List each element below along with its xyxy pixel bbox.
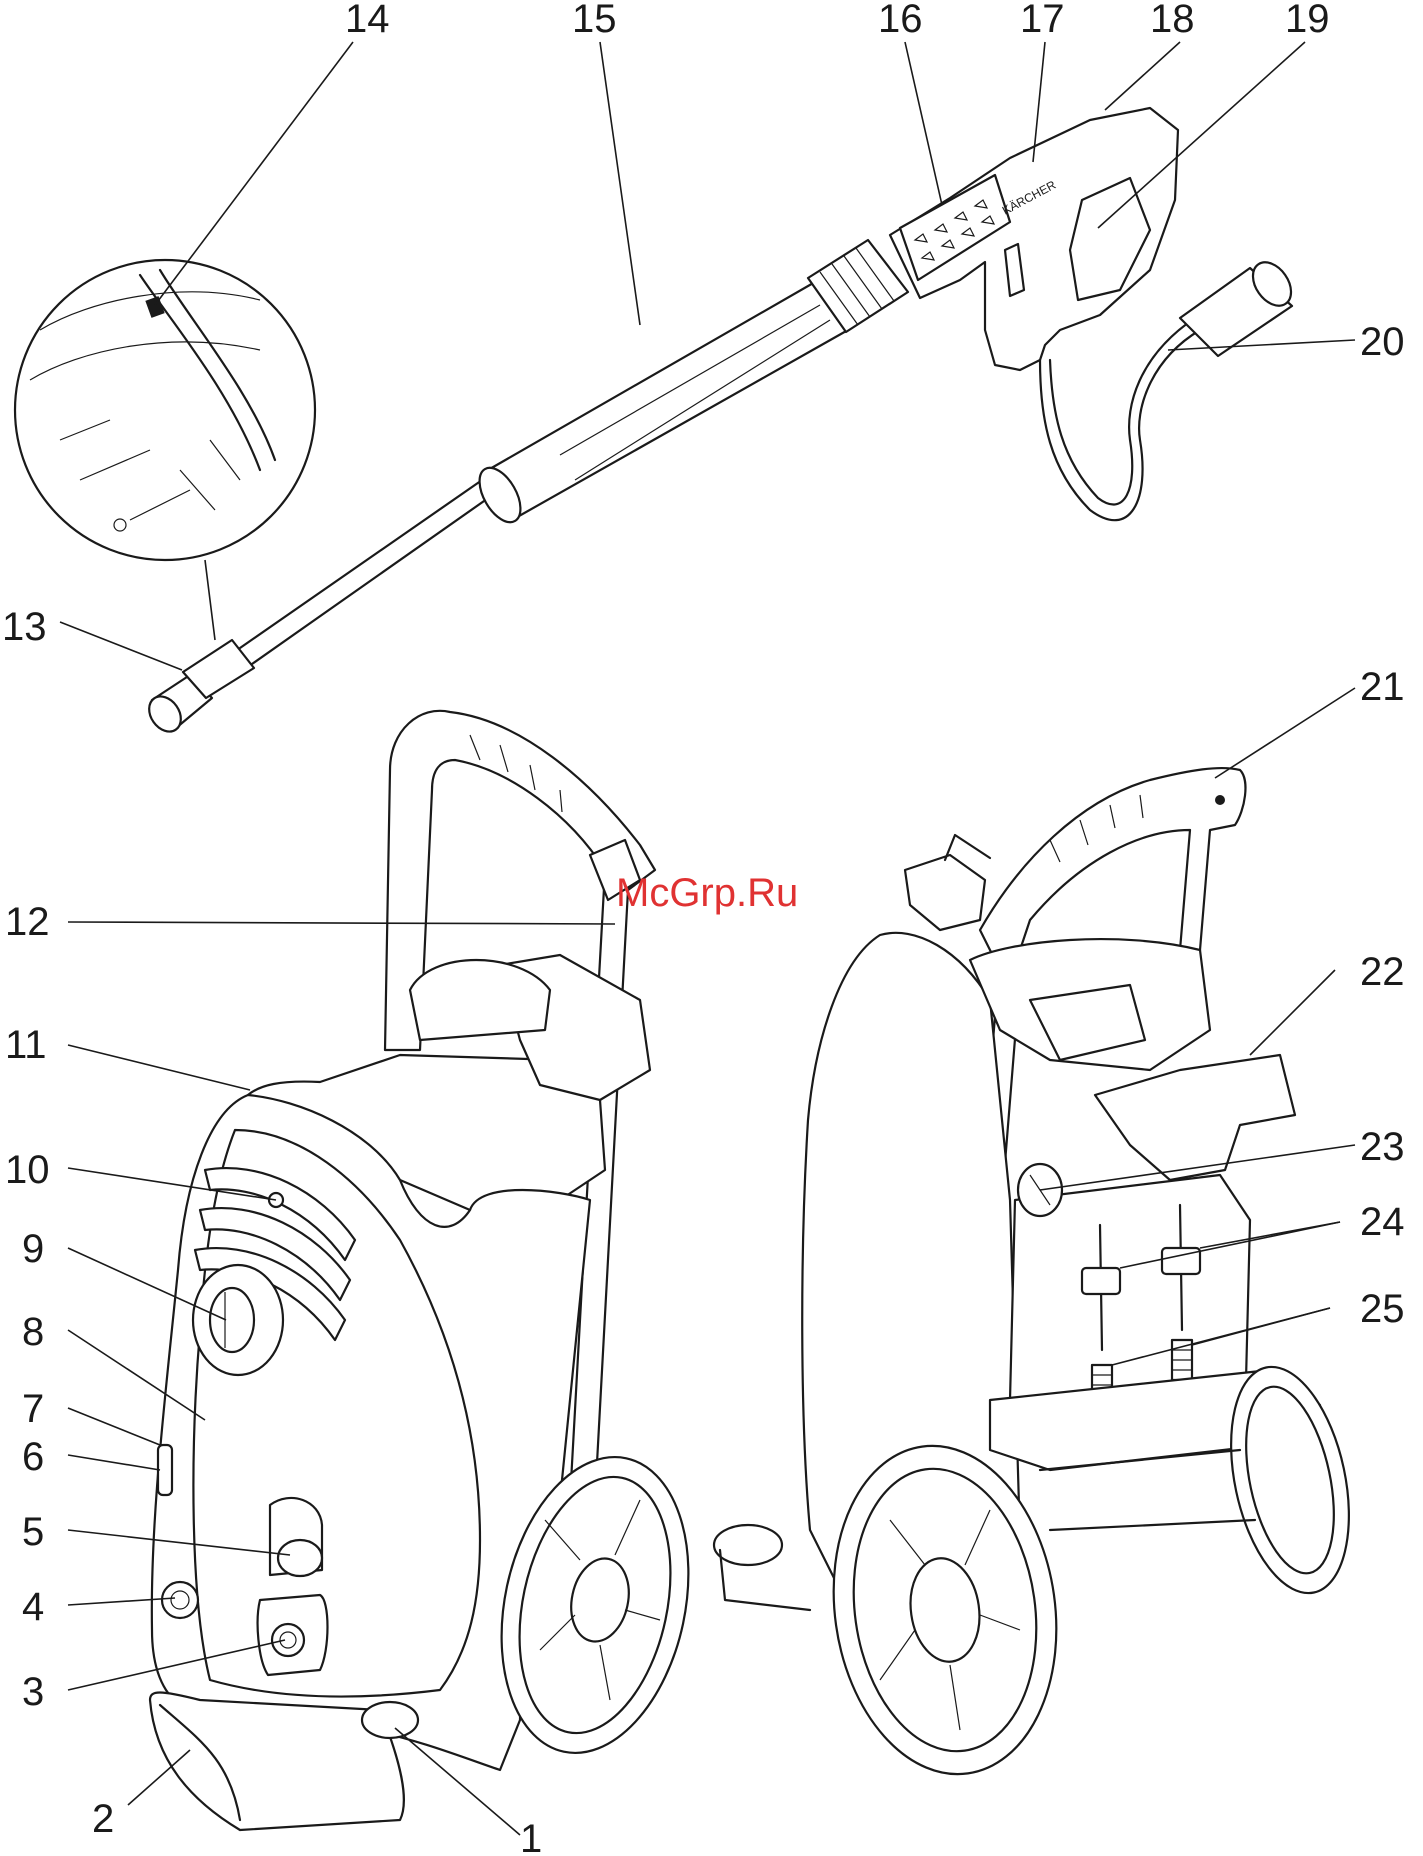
device-switch	[278, 1540, 322, 1576]
water-inlet	[162, 1582, 198, 1618]
callout-8: 8	[22, 1310, 44, 1354]
accessory-holder-rear	[714, 1525, 782, 1565]
rear-view-unit	[714, 768, 1368, 1789]
callout-7: 7	[22, 1387, 44, 1431]
callout-17: 17	[1020, 0, 1065, 41]
callout-22: 22	[1360, 950, 1405, 994]
callout-13: 13	[2, 605, 47, 649]
callout-6: 6	[22, 1435, 44, 1479]
callout-21: 21	[1360, 665, 1405, 709]
high-pressure-outlet	[272, 1624, 304, 1656]
detergent-cap-1	[1082, 1268, 1120, 1294]
callout-24: 24	[1360, 1200, 1405, 1244]
callout-20: 20	[1360, 320, 1405, 364]
callout-3: 3	[22, 1670, 44, 1714]
detail-circle	[15, 260, 315, 560]
callout-11: 11	[5, 1023, 47, 1067]
watermark-text: McGrp.Ru	[616, 871, 798, 915]
hose-reel-front	[410, 960, 550, 1040]
callout-16: 16	[878, 0, 923, 41]
callout-1: 1	[520, 1817, 542, 1856]
callout-2: 2	[92, 1797, 114, 1841]
detail-magnifier	[15, 260, 315, 640]
callout-25: 25	[1360, 1287, 1405, 1331]
cable-hook-rear	[1095, 1055, 1295, 1180]
lance-grip	[488, 282, 848, 520]
pressure-dial	[210, 1288, 254, 1352]
callout-10: 10	[5, 1148, 50, 1192]
callout-14: 14	[345, 0, 390, 41]
callout-19: 19	[1285, 0, 1330, 41]
callout-9: 9	[22, 1227, 44, 1271]
accessory-holder-front	[362, 1702, 418, 1738]
callout-12: 12	[5, 900, 50, 944]
gun-holder-rear	[905, 855, 985, 930]
callout-4: 4	[22, 1585, 44, 1629]
callout-18: 18	[1150, 0, 1195, 41]
callout-23: 23	[1360, 1125, 1405, 1169]
callout-15: 15	[572, 0, 617, 41]
callout-5: 5	[22, 1510, 44, 1554]
side-indicator	[158, 1445, 172, 1495]
